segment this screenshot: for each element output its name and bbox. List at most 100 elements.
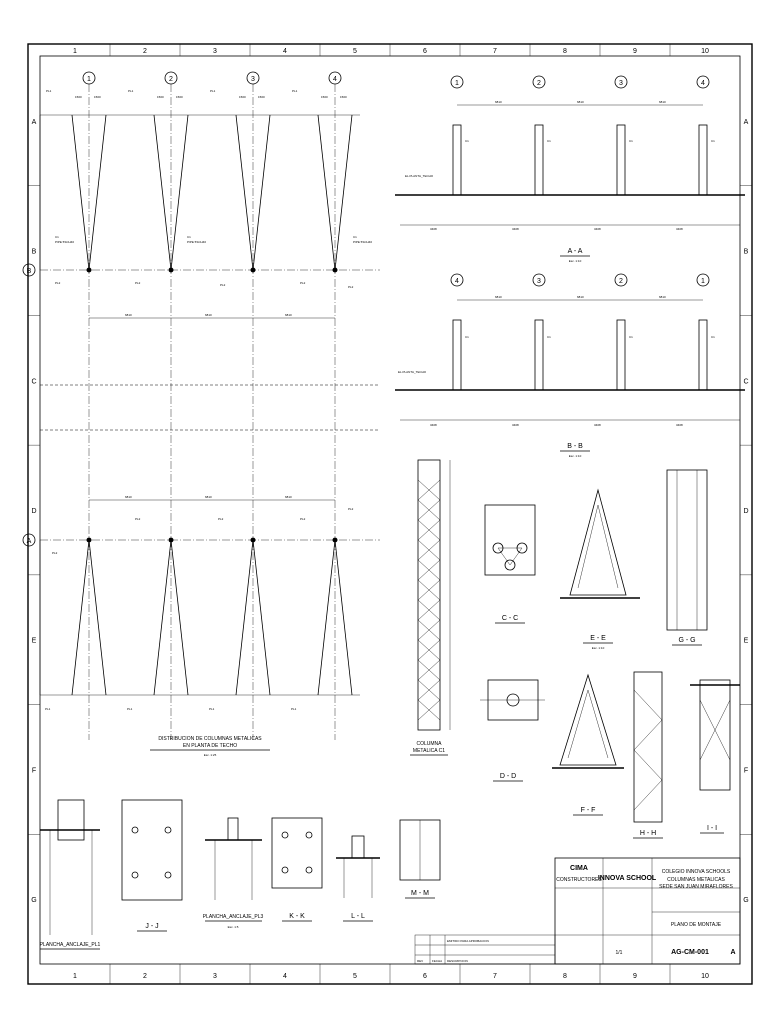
- lattice-diagonals: [417, 479, 441, 721]
- label-pipe: PIPE 5SCH40: [187, 240, 206, 244]
- section-title: I - I: [707, 825, 717, 832]
- section-kk-outline: [271, 817, 323, 889]
- section-aa: 1 2 3 4 6810 6810 6810 EL.PLANTA_TECHO C…: [395, 75, 745, 263]
- section-title: D - D: [500, 773, 516, 780]
- column-elevation: COLUMNA METALICA C1: [410, 459, 451, 756]
- revision-letter: A: [730, 949, 735, 956]
- dim-6810: 6810: [205, 495, 212, 499]
- label-pl1: PL1: [45, 707, 51, 711]
- label-c1: C1: [711, 335, 715, 339]
- grid-row-label-right: A: [744, 119, 749, 126]
- column-c1: [452, 319, 462, 391]
- drawing-border: [39, 55, 741, 965]
- grid-row-label-right: G: [743, 897, 748, 904]
- dim-6810: 6810: [125, 313, 132, 317]
- section-title: B - B: [567, 443, 583, 450]
- lattice-triangle: [497, 547, 523, 566]
- plan-title-line1: DISTRIBUCION DE COLUMNAS METALICAS: [158, 736, 262, 742]
- grid-col-label-top: 9: [633, 48, 637, 55]
- label-pl1: PL1: [209, 707, 215, 711]
- axis-label-3: 3: [537, 278, 541, 285]
- grid-col-label-top: 10: [701, 48, 709, 55]
- grid-col-label-bottom: 9: [633, 973, 637, 980]
- dim-3408: 3408: [676, 423, 683, 427]
- plate-elevation: [351, 835, 365, 859]
- column-dot: [332, 267, 338, 273]
- project-line3: SEDE SAN JUAN MIRAFLORES: [659, 884, 733, 890]
- brace-group-top: [71, 114, 353, 271]
- section-mm: M - M: [399, 819, 441, 899]
- bolt-hole: [131, 871, 139, 879]
- label-pl2: PL2: [218, 517, 224, 521]
- label-pl2: PL2: [220, 283, 226, 287]
- dim-1500: 1500: [75, 95, 82, 99]
- revision-col-desc: DESCRIPCION: [447, 959, 468, 963]
- dim-3408: 3408: [430, 423, 437, 427]
- section-hh-outline: [633, 671, 663, 823]
- label-pl2: PL2: [300, 517, 306, 521]
- grid-col-label-bottom: 10: [701, 973, 709, 980]
- dim-6810: 6810: [577, 295, 584, 299]
- column-dot: [86, 537, 92, 543]
- dim-6810: 6810: [495, 100, 502, 104]
- label-pl2: PL2: [135, 281, 141, 285]
- axis-bubble-1: [696, 273, 710, 287]
- plate-elevation: [227, 817, 239, 841]
- dim-3408: 3408: [512, 227, 519, 231]
- pipe-circle: [504, 559, 516, 571]
- column-c1: [452, 124, 462, 196]
- grid-row-label-right: E: [744, 638, 749, 645]
- section-cc: C - C: [484, 504, 536, 624]
- section-scale: Esc. 1:10: [569, 454, 582, 458]
- bolt-hole: [305, 831, 313, 839]
- grid-col-label-top: 2: [143, 48, 147, 55]
- axis-label-1: 1: [87, 76, 91, 83]
- axis-label-3: 3: [619, 80, 623, 87]
- section-jj: J - J: [121, 799, 183, 932]
- detail-title: PLANCHA_ANCLAJE_PL1: [40, 942, 101, 948]
- dim-3408: 3408: [676, 227, 683, 231]
- axis-label-4: 4: [455, 278, 459, 285]
- label-c1: C1: [547, 335, 551, 339]
- level-label: EL.PLANTA_TECHO: [405, 174, 434, 178]
- section-ii-outline: [699, 679, 731, 791]
- revision-status: EMITIDO PARA APROBACION: [447, 939, 489, 943]
- label-c1: C1: [465, 335, 469, 339]
- revision-table: EMITIDO PARA APROBACION REV FECHA DESCRI…: [414, 934, 556, 965]
- dim-1500: 1500: [258, 95, 265, 99]
- bolt-hole: [281, 866, 289, 874]
- brace-group-bottom: [71, 539, 353, 696]
- grid-col-label-bottom: 3: [213, 973, 217, 980]
- section-title: H - H: [640, 830, 656, 837]
- label-pl2: PL2: [348, 285, 354, 289]
- section-jj-outline: [121, 799, 183, 901]
- label-pl1: PL1: [291, 707, 297, 711]
- column-lattice: [417, 459, 441, 731]
- dim-3408: 3408: [594, 227, 601, 231]
- dim-6810: 6810: [285, 313, 292, 317]
- contractor-name: CIMA: [570, 865, 588, 872]
- grid-row-label-left: A: [32, 119, 37, 126]
- axis-bubble-1: [450, 75, 464, 89]
- revision-col-rev: REV: [417, 959, 423, 963]
- grid-col-label-top: 3: [213, 48, 217, 55]
- brace-dims-top: [39, 114, 360, 695]
- axis-label-4: 4: [333, 76, 337, 83]
- section-bb: 4 3 2 1 6810 6810 6810 EL.PLANTA_TECHO C…: [395, 273, 745, 458]
- section-gg: G - G: [666, 469, 708, 646]
- column-dot: [250, 537, 256, 543]
- truss-inner: [567, 689, 609, 759]
- dim-1500: 1500: [157, 95, 164, 99]
- label-c1: C1: [353, 235, 357, 239]
- plan-title-line2: EN PLANTA DE TECHO: [183, 743, 237, 749]
- label-pl1: PL1: [128, 89, 134, 93]
- bolt-hole: [164, 871, 172, 879]
- axis-bubble-2: [532, 75, 546, 89]
- dim-6810: 6810: [205, 313, 212, 317]
- title-block-frame: [554, 857, 741, 965]
- grid-col-label-bottom: 5: [353, 973, 357, 980]
- grid-row-label-left: B: [32, 249, 37, 256]
- detail-title: PLANCHA_ANCLAJE_PL3: [203, 914, 264, 920]
- grid-row-label-right: F: [744, 767, 748, 774]
